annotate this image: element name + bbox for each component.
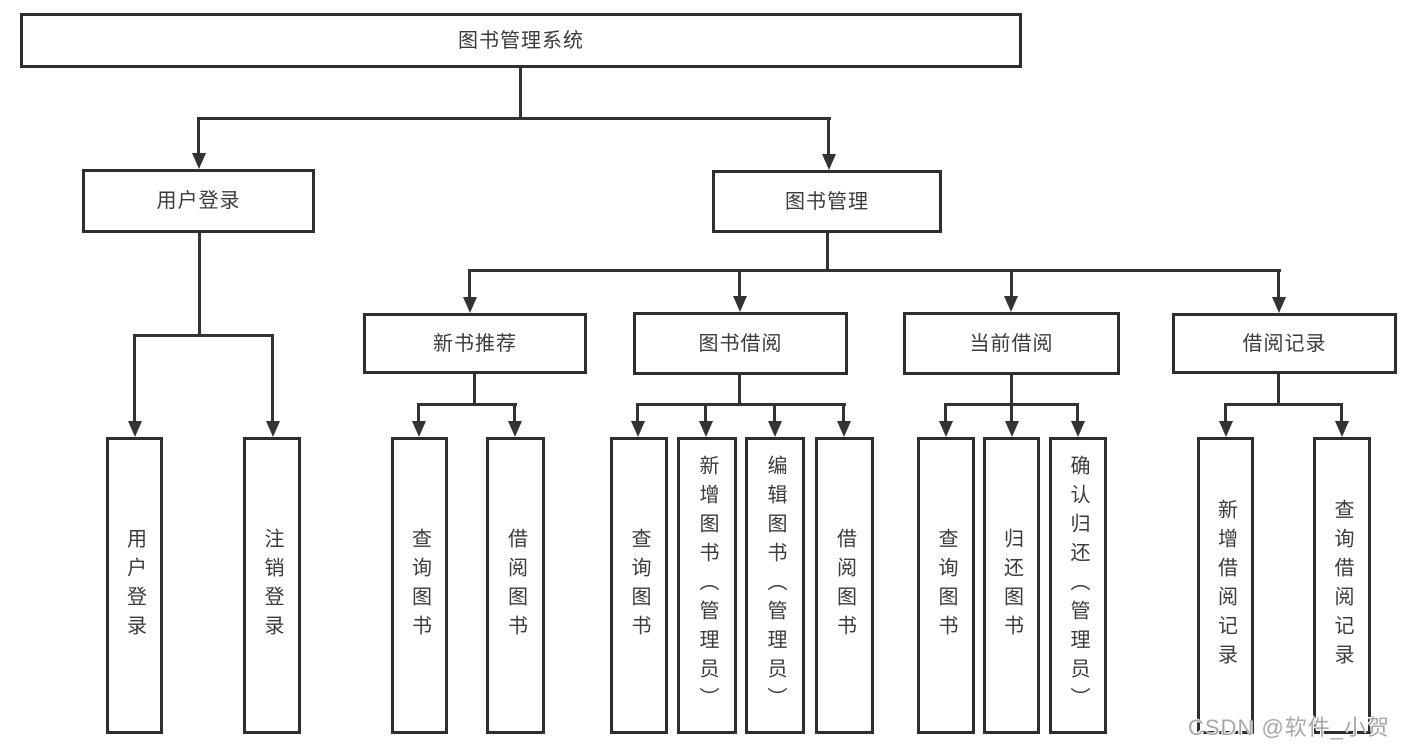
leaf-bb-add-books-admin: 新增图书（管理员） [677, 437, 737, 734]
connector-drop [738, 269, 741, 300]
connector-drop [271, 334, 274, 423]
leaf-nbr-borrow-books: 借阅图书 [486, 437, 545, 734]
leaf-cb-confirm-return-admin: 确认归还（管理员） [1049, 437, 1107, 734]
arrowhead-down-icon [1071, 421, 1085, 437]
connector-drop [1010, 269, 1013, 300]
node-new-book-recommendation-label: 新书推荐 [433, 332, 517, 355]
leaf-cb-confirm-return-admin-label: 确认归还（管理员） [1067, 455, 1089, 716]
leaf-logout: 注销登录 [243, 437, 301, 734]
connector-drop [944, 403, 947, 423]
connector-drop [827, 117, 830, 156]
leaf-cb-query-books: 查询图书 [917, 437, 975, 734]
leaf-bb-query-books: 查询图书 [610, 437, 668, 734]
connector-stem [473, 374, 476, 406]
leaf-nbr-query-books-label: 查询图书 [408, 527, 431, 644]
node-book-management: 图书管理 [712, 170, 942, 233]
connector-stem [198, 233, 201, 337]
leaf-bb-edit-books-admin: 编辑图书（管理员） [745, 437, 805, 734]
connector-drop [636, 403, 639, 423]
connector-bus [636, 403, 846, 406]
leaf-br-query-record-label: 查询借阅记录 [1331, 498, 1353, 673]
arrowhead-down-icon [1005, 421, 1019, 437]
arrowhead-down-icon [837, 421, 851, 437]
connector-drop [468, 269, 471, 300]
connector-root-stem [519, 68, 522, 120]
leaf-logout-label: 注销登录 [261, 527, 283, 644]
connector-bus [1224, 403, 1343, 406]
node-new-book-recommendation: 新书推荐 [363, 313, 587, 374]
node-current-borrowing-label: 当前借阅 [969, 332, 1054, 355]
arrowhead-down-icon [192, 153, 206, 169]
connector-drop [842, 403, 845, 423]
arrowhead-down-icon [1335, 421, 1349, 437]
connector-drop [1340, 403, 1343, 423]
leaf-bb-add-books-admin-label: 新增图书（管理员） [696, 455, 718, 716]
arrowhead-down-icon [412, 421, 426, 437]
leaf-user-login: 用户登录 [106, 437, 163, 734]
connector-root-bus [197, 117, 831, 120]
arrowhead-down-icon [631, 421, 645, 437]
leaf-nbr-borrow-books-label: 借阅图书 [504, 527, 527, 644]
connector-drop [1224, 403, 1227, 423]
leaf-nbr-query-books: 查询图书 [391, 437, 448, 734]
node-user-login: 用户登录 [82, 169, 315, 233]
connector-drop [1010, 403, 1013, 423]
arrowhead-down-icon [822, 154, 836, 170]
leaf-cb-query-books-label: 查询图书 [935, 527, 957, 644]
arrowhead-down-icon [939, 421, 953, 437]
leaf-br-add-record: 新增借阅记录 [1197, 437, 1254, 734]
leaf-bb-borrow-books: 借阅图书 [815, 437, 874, 734]
arrowhead-down-icon [768, 421, 782, 437]
arrowhead-down-icon [1219, 421, 1233, 437]
connector-drop [197, 117, 200, 156]
arrowhead-down-icon [699, 421, 713, 437]
watermark: CSDN @软件_小贺同学 [1188, 715, 1391, 740]
node-current-borrowing: 当前借阅 [903, 312, 1120, 375]
connector-drop [133, 334, 136, 423]
connector-bus [417, 403, 517, 406]
arrowhead-down-icon [733, 296, 747, 312]
node-root: 图书管理系统 [20, 13, 1022, 68]
arrowhead-down-icon [1272, 297, 1286, 313]
connector-bus [468, 269, 1281, 272]
leaf-br-query-record: 查询借阅记录 [1313, 437, 1371, 734]
arrowhead-down-icon [1004, 296, 1018, 312]
connector-drop [704, 403, 707, 423]
node-book-borrowing: 图书借阅 [633, 312, 848, 375]
leaf-br-add-record-label: 新增借阅记录 [1214, 498, 1237, 673]
connector-drop [513, 403, 516, 423]
arrowhead-down-icon [266, 421, 280, 437]
arrowhead-down-icon [463, 297, 477, 313]
leaf-cb-return-books: 归还图书 [983, 437, 1040, 734]
connector-drop [417, 403, 420, 423]
connector-stem [826, 233, 829, 272]
node-book-borrowing-label: 图书借阅 [698, 332, 783, 355]
connector-stem [1010, 375, 1013, 406]
arrowhead-down-icon [508, 421, 522, 437]
leaf-bb-edit-books-admin-label: 编辑图书（管理员） [764, 455, 786, 716]
arrowhead-down-icon [128, 421, 142, 437]
connector-stem [738, 375, 741, 406]
connector-drop [1076, 403, 1079, 423]
node-borrowing-records-label: 借阅记录 [1242, 332, 1327, 355]
leaf-bb-query-books-label: 查询图书 [628, 527, 650, 644]
connector-drop [1277, 269, 1280, 300]
connector-bus [133, 334, 274, 337]
node-book-management-label: 图书管理 [785, 190, 869, 213]
node-root-label: 图书管理系统 [458, 29, 584, 52]
node-borrowing-records: 借阅记录 [1172, 313, 1397, 374]
leaf-cb-return-books-label: 归还图书 [1000, 527, 1023, 644]
leaf-bb-borrow-books-label: 借阅图书 [833, 527, 856, 644]
connector-drop [773, 403, 776, 423]
node-user-login-label: 用户登录 [156, 190, 241, 212]
connector-stem [1277, 374, 1280, 406]
leaf-user-login-label: 用户登录 [123, 527, 146, 644]
